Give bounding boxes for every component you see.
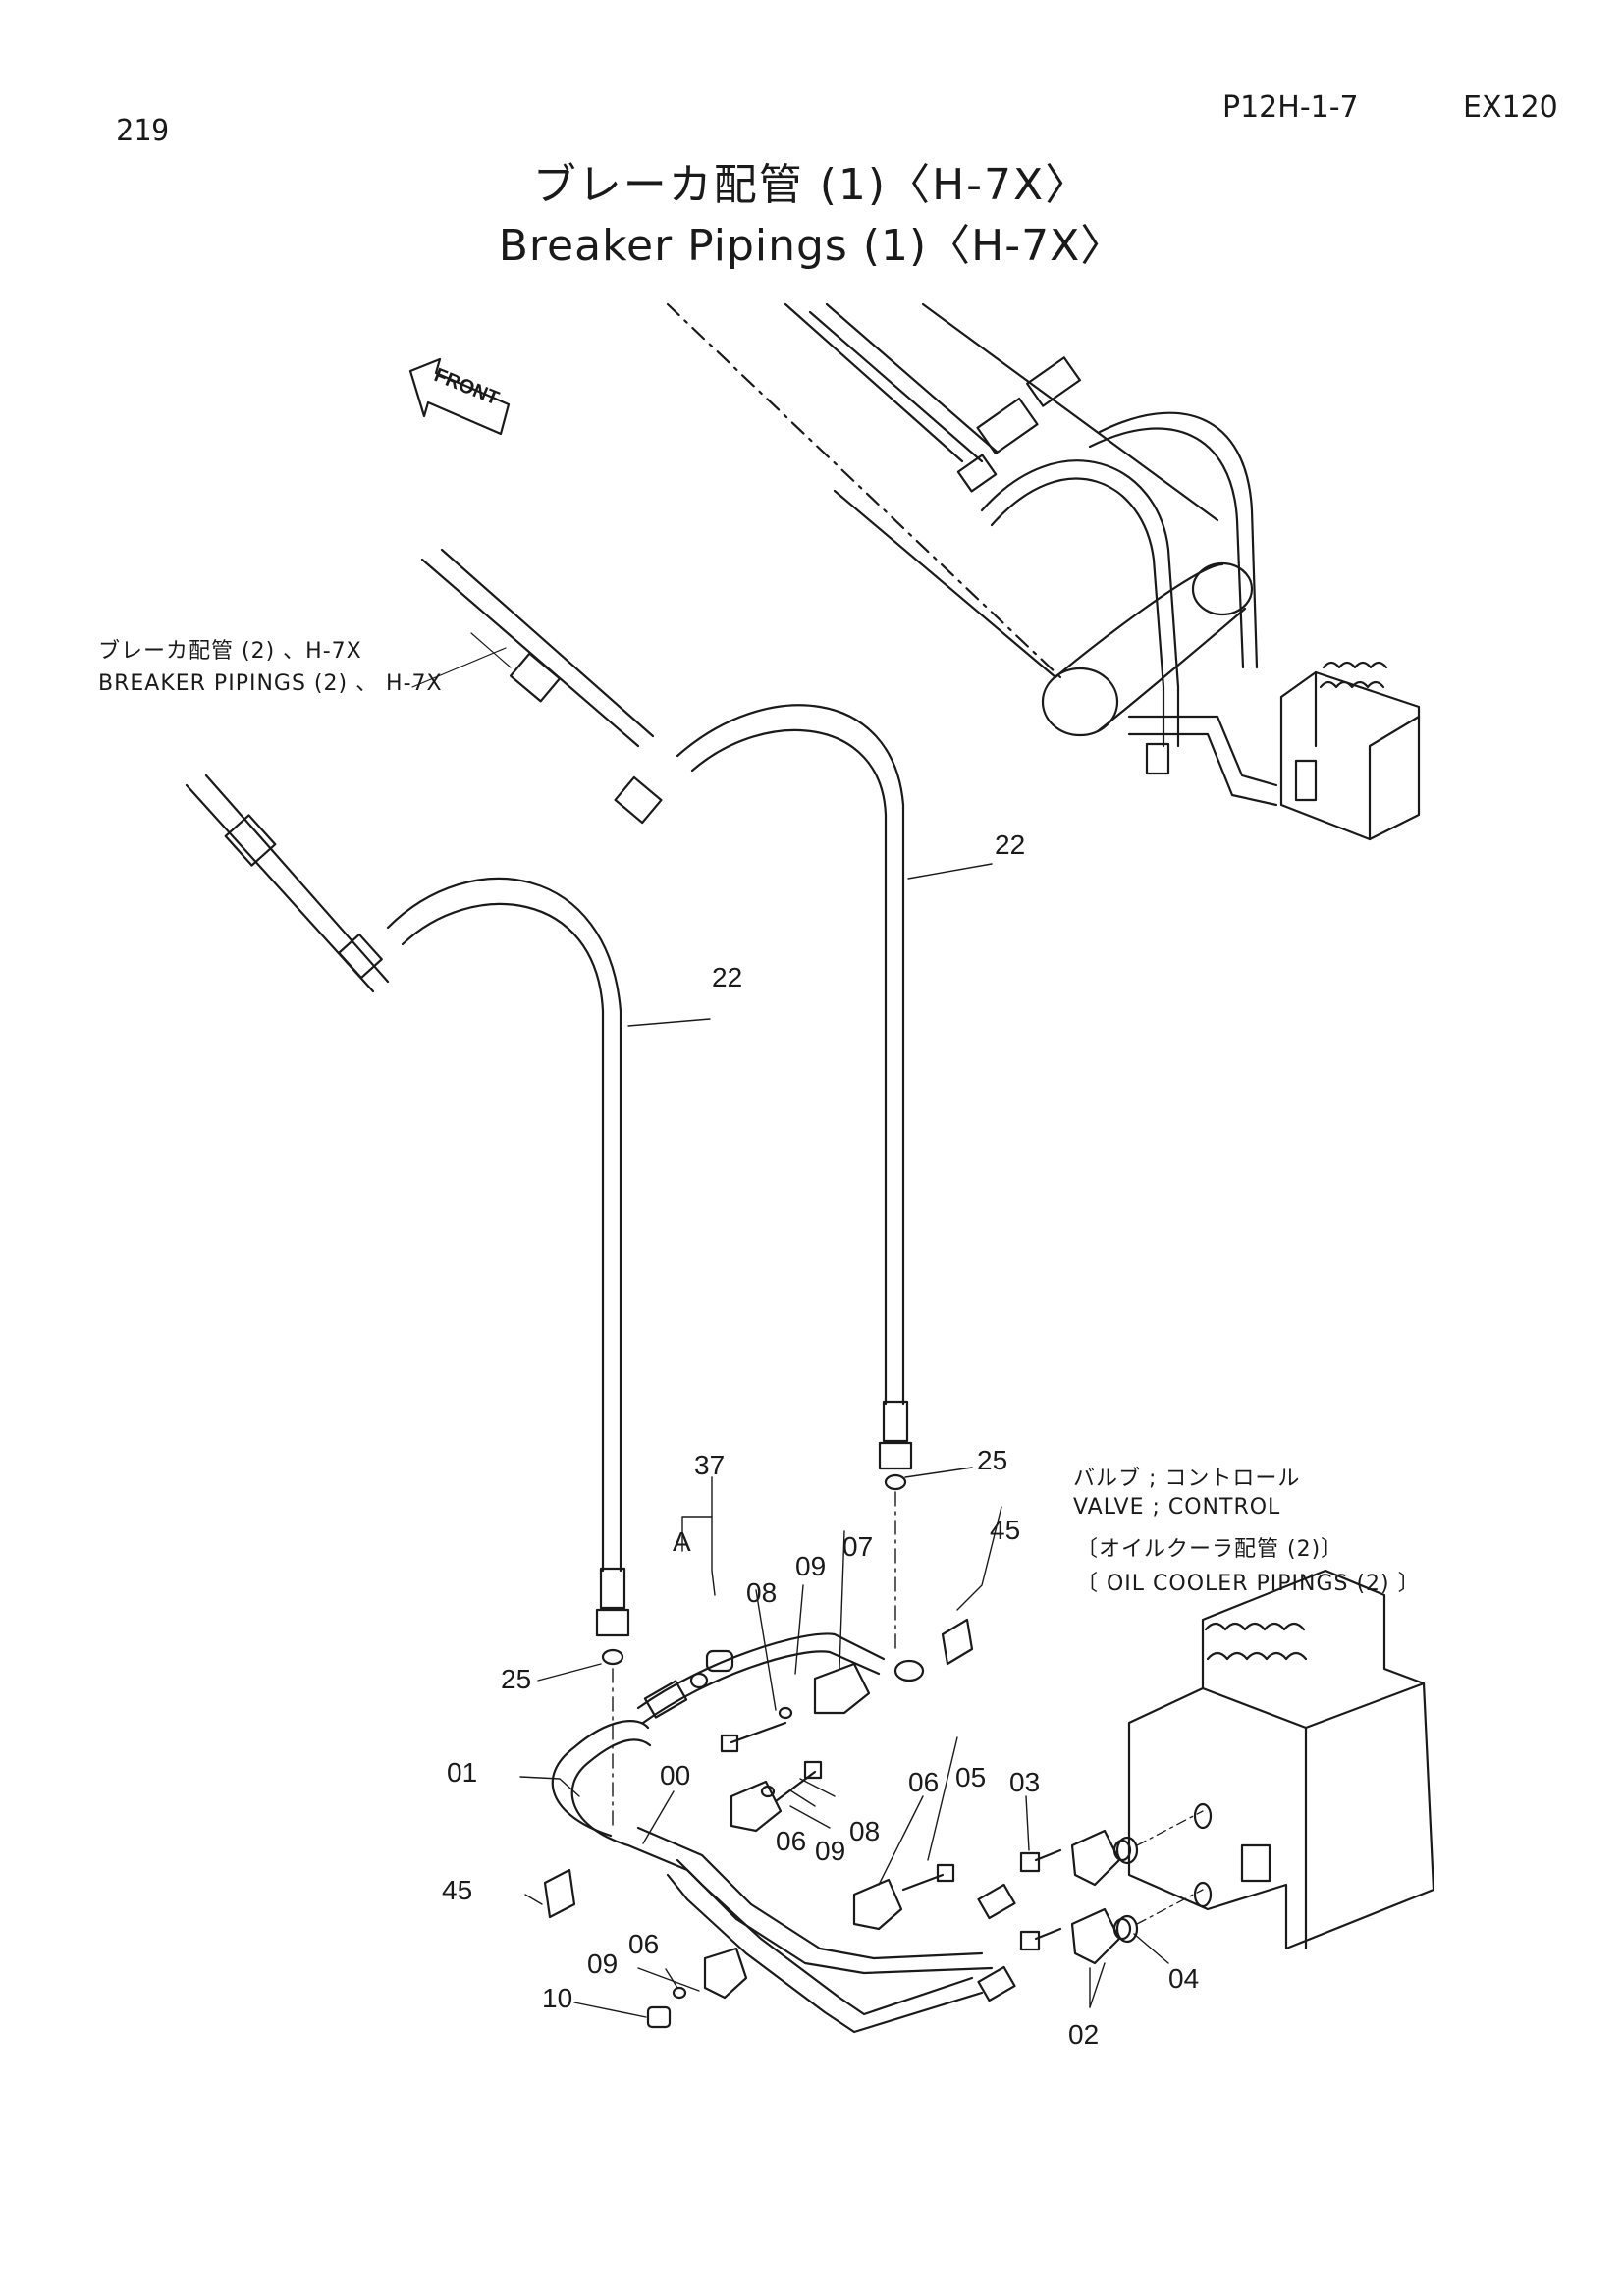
title-japanese: ブレーカ配管 (1)〈H-7X〉: [532, 160, 1091, 210]
flanges-02: [1070, 1829, 1132, 1965]
label-05: 05: [955, 1762, 986, 1792]
oilcooler-ref-en: 〔 OIL COOLER PIPINGS (2) 〕: [1076, 1572, 1421, 1596]
left-cylinders: [185, 548, 663, 993]
label-25-left: 25: [501, 1664, 531, 1694]
label-A: A: [673, 1526, 691, 1557]
page-code: P12H-1-7: [1222, 90, 1359, 125]
label-01: 01: [447, 1757, 477, 1788]
front-arrow: FRONT: [408, 357, 511, 436]
label-07: 07: [842, 1531, 873, 1562]
hose-22-right: [676, 704, 913, 1470]
label-10: 10: [542, 1983, 572, 2013]
label-06-mid: 06: [776, 1826, 806, 1856]
label-25-right: 25: [977, 1445, 1007, 1475]
boom-fittings: [808, 302, 1081, 493]
label-00: 00: [660, 1760, 690, 1790]
label-02: 02: [1068, 2019, 1099, 2050]
oring-25-left: [601, 1648, 624, 1666]
upper-hoses: [980, 411, 1259, 748]
label-45-right: 45: [990, 1515, 1020, 1545]
oring-25-right: [884, 1473, 907, 1491]
model-label: EX120: [1463, 90, 1558, 125]
label-09-bottom: 09: [587, 1949, 618, 1979]
label-03: 03: [1009, 1767, 1040, 1797]
label-08-top: 08: [746, 1577, 777, 1608]
control-valve: [1115, 1569, 1435, 1950]
valve-ref-en: VALVE ; CONTROL: [1073, 1495, 1281, 1520]
label-09-top: 09: [795, 1551, 826, 1581]
clamps-and-bolts: [543, 1618, 1062, 2029]
valve-ref-jp: バルブ ; コントロール: [1073, 1467, 1301, 1491]
breaker-ref-jp: ブレーカ配管 (2) 、H-7X: [98, 639, 362, 664]
hose-22-left: [386, 877, 630, 1637]
pipe-assembly-01: [551, 1632, 1016, 2034]
label-22-left: 22: [712, 962, 742, 992]
boom-outline: [666, 302, 1254, 737]
oilcooler-ref-jp: 〔オイルクーラ配管 (2)〕: [1076, 1537, 1344, 1562]
leader-lines: [519, 863, 1169, 2018]
front-label: FRONT: [431, 364, 502, 409]
label-04: 04: [1168, 1963, 1199, 1994]
label-37: 37: [694, 1450, 725, 1480]
part-labels: 22 22 37 A 25 25 45 45 09 07 08 01 00 08…: [442, 829, 1199, 2050]
label-22-right: 22: [995, 829, 1025, 860]
page-number: 219: [116, 114, 170, 148]
label-06-right: 06: [908, 1767, 939, 1797]
label-08-mid: 08: [849, 1816, 880, 1846]
upper-valve-block: [1127, 661, 1421, 841]
title-english: Breaker Pipings (1)〈H-7X〉: [498, 221, 1125, 271]
label-06-bottom: 06: [628, 1929, 659, 1959]
breaker-ref-en: BREAKER PIPINGS (2) 、 H-7X: [98, 671, 443, 696]
label-45-left: 45: [442, 1875, 472, 1905]
label-09-mid: 09: [815, 1836, 845, 1866]
